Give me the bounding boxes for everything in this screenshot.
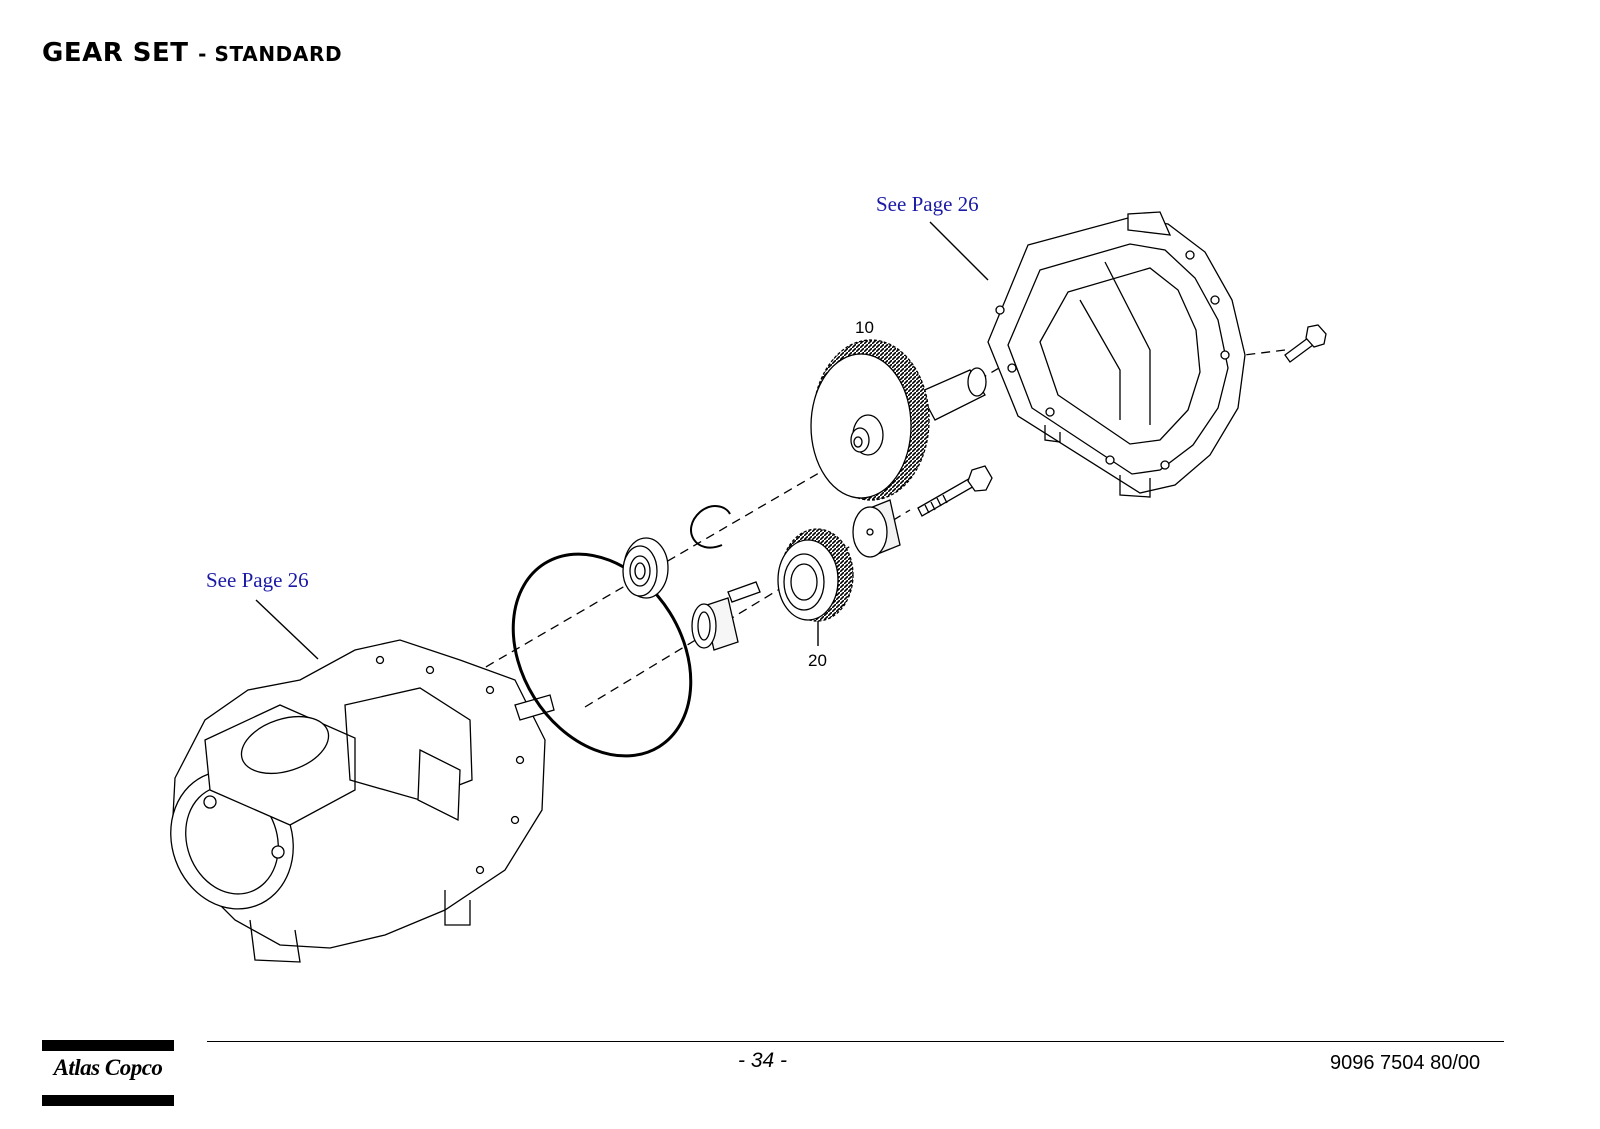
long-bolt (917, 465, 993, 517)
callout-gear-10: 10 (855, 318, 874, 337)
ball-bearing (622, 537, 669, 599)
callout-gear-20: 20 (808, 651, 827, 670)
see-page-reference-compressor[interactable]: See Page 26 (206, 568, 309, 592)
driven-gear-shaft (810, 339, 987, 501)
gearbox-housing (987, 211, 1246, 498)
page-title: GEAR SET - STANDARD (42, 38, 342, 68)
hex-bolt-right (1284, 324, 1327, 363)
o-ring (511, 552, 693, 758)
logo-wordmark: Atlas Copco (53, 1055, 163, 1080)
logo-bar-top (42, 1040, 174, 1051)
bushing-sleeve (691, 597, 739, 651)
snap-ring (690, 505, 731, 549)
logo-bar-bottom (42, 1095, 174, 1106)
see-page-reference-housing[interactable]: See Page 26 (876, 192, 979, 216)
pinion-gear (777, 528, 854, 622)
thrust-washer (852, 499, 901, 558)
compressor-element (170, 639, 555, 963)
document-number: 9096 7504 80/00 (1330, 1052, 1481, 1074)
page-number: - 34 - (738, 1049, 788, 1072)
footer-divider (207, 1041, 1504, 1042)
shaft-key (727, 581, 761, 603)
atlas-copco-logo: Atlas Copco (42, 1040, 174, 1106)
title-main: GEAR SET (42, 38, 189, 68)
title-sub: - STANDARD (198, 42, 343, 66)
